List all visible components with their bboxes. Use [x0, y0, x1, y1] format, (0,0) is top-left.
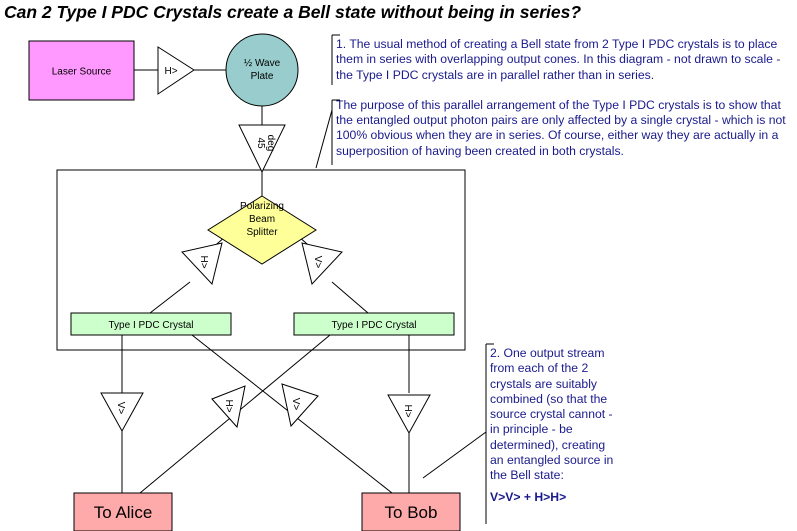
crystal-left-box [70, 312, 232, 336]
crystal-right-label: Type I PDC Crystal [331, 320, 416, 331]
wave-plate-label-2: Plate [251, 71, 274, 82]
half-wave-plate [225, 33, 299, 107]
laser-h-polarizer [157, 46, 195, 95]
note-1-paragraph-2: The purpose of this parallel arrangement… [336, 97, 786, 158]
out-cross-h-label: H> [223, 399, 234, 412]
note1-leader [315, 109, 333, 169]
wave-plate-label-1: ½ Wave [244, 58, 281, 69]
out-cross-v-polarizer [281, 383, 319, 428]
laser-h-label: H> [164, 66, 177, 77]
polarizing-beam-splitter [207, 195, 317, 265]
pbs-left-h-polarizer [181, 242, 223, 286]
beam-right-v-to-crystal [331, 281, 369, 314]
polarizer-45-label: 45 [255, 137, 266, 149]
note2-leader [422, 431, 487, 479]
pbs-right-v-label: V> [312, 256, 323, 269]
note-2-text: 2. One output stream from each of the 2 … [490, 346, 614, 483]
out-right-h-label: H> [402, 404, 413, 417]
beam-left-h-to-crystal [149, 281, 191, 314]
out-left-v-label: V> [115, 402, 126, 415]
laser-source-label: Laser Source [52, 67, 112, 78]
bell-state-equation: V>V> + H>H> [490, 489, 567, 504]
pbs-label-3: Splitter [246, 227, 278, 238]
to-alice-label: To Alice [94, 503, 153, 522]
crystal-right-box [293, 312, 455, 336]
out-right-h-polarizer [387, 394, 431, 435]
pbs-label-1: Polarizing [240, 201, 284, 212]
polarizer-deg-label: deg [265, 135, 276, 152]
out-cross-h-polarizer [211, 385, 246, 429]
note-1-paragraph-1: 1. The usual method of creating a Bell s… [336, 37, 781, 82]
out-cross-v-label: V> [290, 398, 301, 411]
laser-source-box [28, 40, 135, 101]
to-bob-box [361, 492, 461, 531]
to-bob-label: To Bob [385, 503, 438, 522]
diagram-title: Can 2 Type I PDC Crystals create a Bell … [4, 2, 582, 22]
out-left-v-polarizer [100, 392, 144, 433]
pbs-right-v-polarizer [301, 242, 343, 286]
crystal-left-label: Type I PDC Crystal [108, 320, 193, 331]
note-1: 1. The usual method of creating a Bell s… [336, 37, 794, 174]
note-2: 2. One output stream from each of the 2 … [490, 346, 620, 505]
pbs-label-2: Beam [249, 214, 275, 225]
to-alice-box [73, 492, 173, 531]
pbs-left-h-label: H> [198, 255, 209, 268]
polarizer-45deg [238, 124, 286, 174]
